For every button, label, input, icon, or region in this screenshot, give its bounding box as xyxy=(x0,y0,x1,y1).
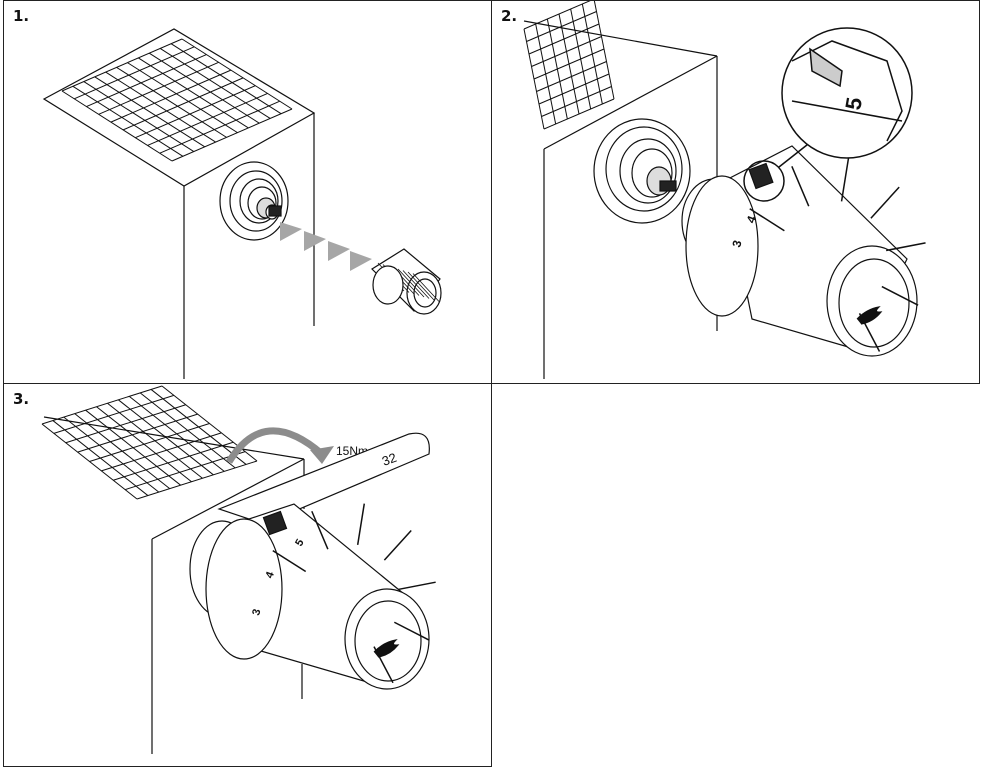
sensor-ribs xyxy=(749,157,926,352)
protective-cap xyxy=(371,248,442,315)
logo-icon xyxy=(373,639,400,658)
thermostatic-sensor xyxy=(681,145,926,357)
radiator-grille xyxy=(523,1,615,130)
zoom-dial-number: 5 xyxy=(840,95,867,111)
radiator-grille xyxy=(41,385,258,500)
step-1-panel: 1. xyxy=(3,0,492,384)
wrench: 32 xyxy=(217,432,430,525)
sensor-ribs xyxy=(272,503,436,684)
dial-mark-5: 5 xyxy=(293,537,306,548)
valve-body xyxy=(219,161,289,241)
valve-body xyxy=(593,118,691,224)
dial-mark-3: 3 xyxy=(729,238,744,248)
radiator xyxy=(523,1,718,379)
dial-mark-3: 3 xyxy=(250,608,263,617)
rotation-arrow xyxy=(226,427,334,464)
step-number: 1. xyxy=(13,7,30,25)
radiator-protective-cap-removal-illustration xyxy=(42,28,442,379)
step-number: 3. xyxy=(13,390,30,408)
thermostatic-sensor xyxy=(189,503,436,690)
setting-lock-tab xyxy=(748,162,774,190)
dial-mark-4: 4 xyxy=(264,569,278,580)
wrench-size: 32 xyxy=(380,450,399,469)
dial-scale: 3 4 xyxy=(729,214,759,249)
step-3-panel: 3. 15Nm 32 xyxy=(3,383,492,767)
zoom-callout: 5 xyxy=(743,27,913,202)
radiator xyxy=(42,28,316,379)
removal-direction-arrows xyxy=(280,222,372,271)
tighten-with-wrench-illustration: 15Nm 32 3 4 5 xyxy=(41,385,436,754)
step-number: 2. xyxy=(501,7,518,25)
dial-scale: 3 4 5 xyxy=(250,537,306,617)
sensor-mounting-illustration: 3 4 5 xyxy=(523,1,926,379)
step-2-panel: 2. 3 xyxy=(491,0,980,384)
radiator-grille xyxy=(61,38,293,162)
dial-mark-4: 4 xyxy=(744,214,760,225)
setting-lock-tab xyxy=(262,510,288,536)
radiator xyxy=(41,385,305,754)
